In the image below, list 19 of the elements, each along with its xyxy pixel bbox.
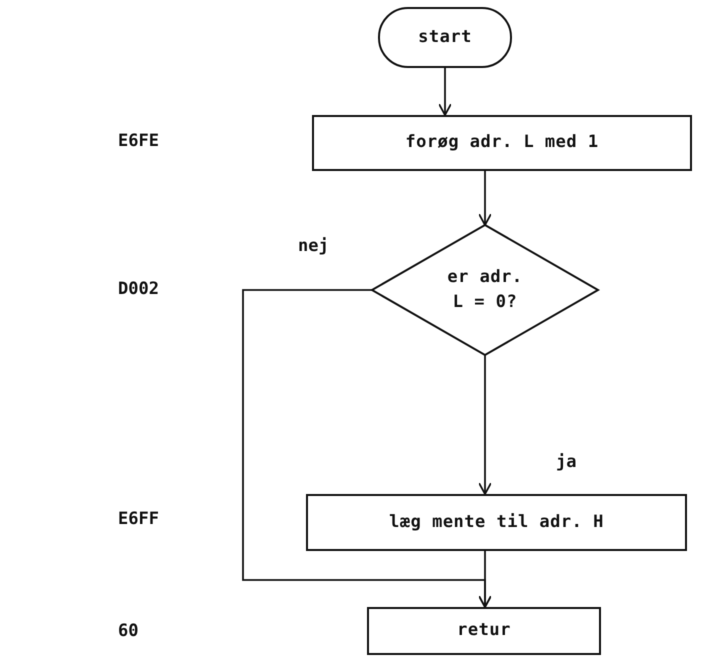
- address-label: E6FF: [118, 509, 159, 529]
- process-box: [306, 494, 687, 551]
- address-label: 60: [118, 621, 138, 641]
- arrow: [478, 171, 492, 226]
- arrow: [478, 355, 492, 495]
- start-terminal: [378, 7, 512, 68]
- edge-label: ja: [556, 452, 576, 472]
- process-box: [312, 115, 692, 171]
- node-text: start: [418, 26, 472, 49]
- node-text: er adr. L = 0?: [446, 266, 524, 314]
- arrow: [478, 551, 492, 608]
- address-label: D002: [118, 279, 159, 299]
- end-box: [367, 607, 601, 655]
- arrow: [438, 68, 452, 116]
- node-text: forøg adr. L med 1: [405, 131, 599, 154]
- node-text: læg mente til adr. H: [389, 510, 604, 534]
- edge-label: nej: [298, 236, 329, 256]
- node-text: retur: [457, 619, 511, 642]
- address-label: E6FE: [118, 131, 159, 151]
